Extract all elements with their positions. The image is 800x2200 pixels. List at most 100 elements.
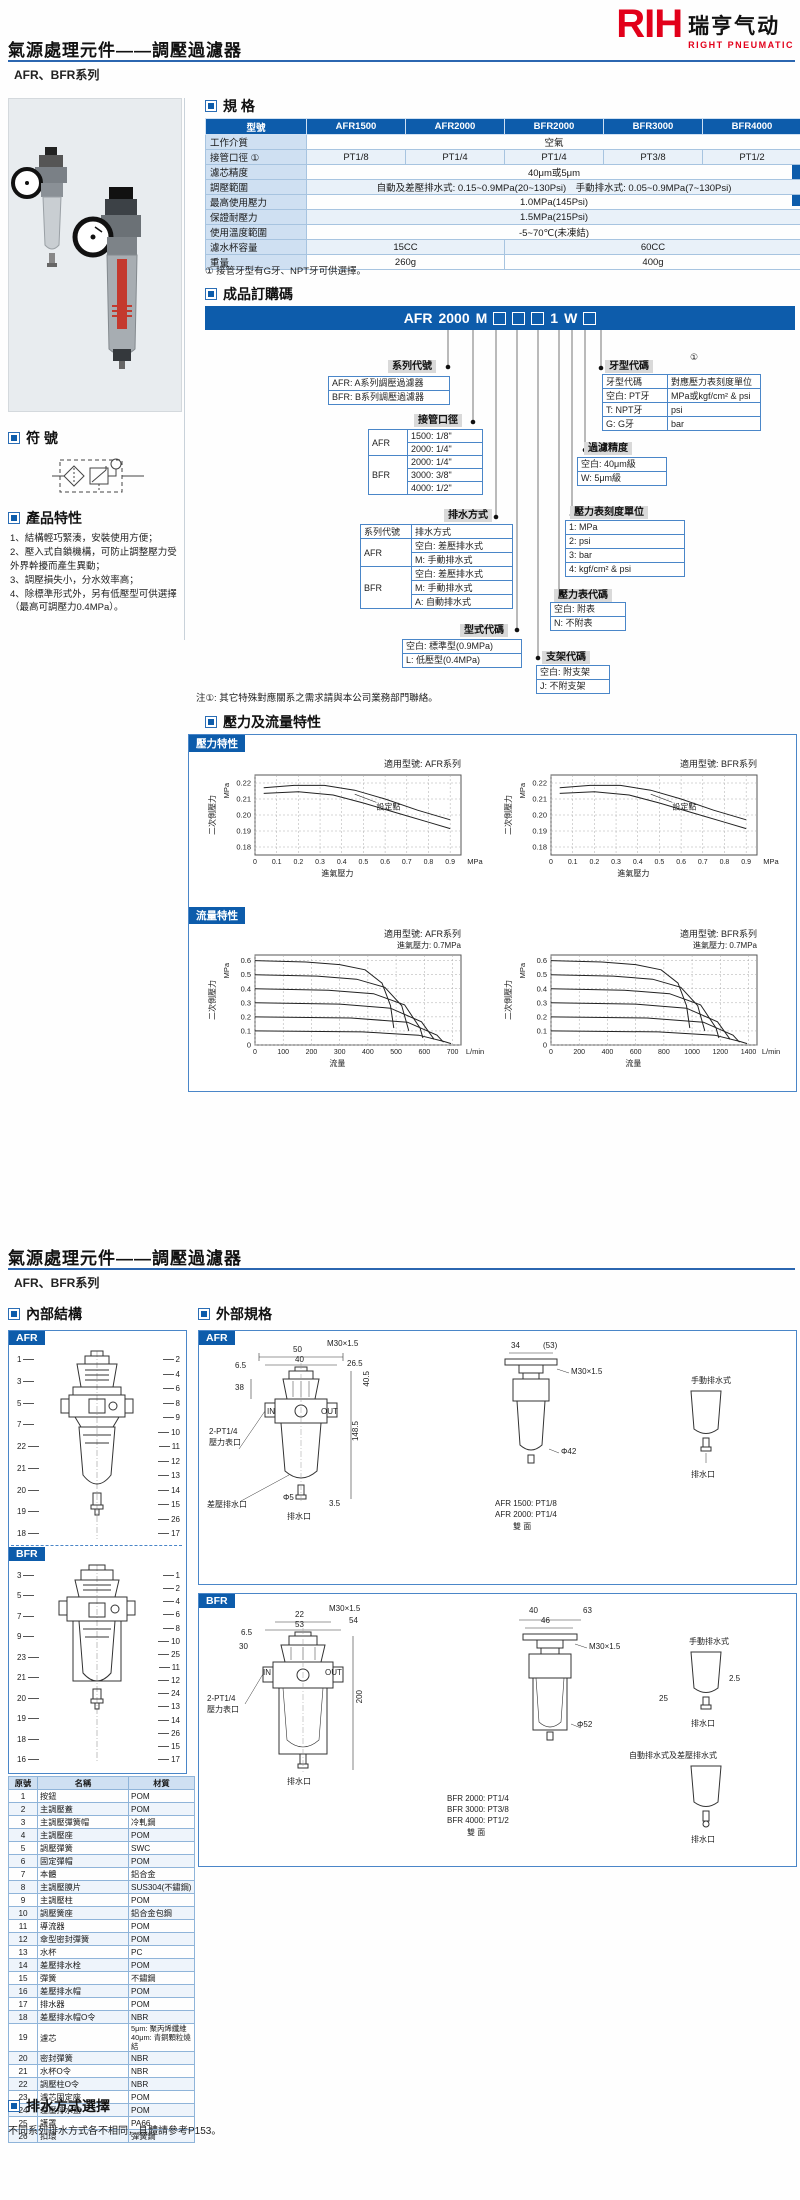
chart-text: 1000 [684,1049,700,1056]
parts-no-cell: 22 [8,2077,38,2091]
chart-text: L/min [762,1047,780,1056]
port-note: BFR 2000: PT1/4 [447,1794,509,1803]
drain-type-chip: 排水方式 [444,509,492,522]
callout-leader-line [23,1359,35,1361]
feature-item: 2、壓入式自鎖機構，可防止調整壓力受外界幹擾而產生異動； [10,547,177,572]
material-line: 5μm: 聚丙烯纖維 [131,2024,187,2034]
callout-leader-line [27,1718,39,1720]
chart-text: 進氣壓力 [321,868,353,878]
parts-material-cell: NBR [128,2051,195,2065]
callout-leader-line [162,1614,174,1616]
thread-code-sup: ① [690,352,699,362]
chart-text: 0.2 [537,1012,547,1021]
parts-material-cell: 鋁合金 [128,1867,195,1881]
thread-header-cell: 牙型代碼 [602,374,668,389]
parts-material-cell: PC [128,1945,195,1959]
thread-cell: T: NPT牙 [602,402,668,417]
chart-shape [550,974,706,1032]
option-row: 空白: 附表 [554,604,596,614]
code-box [512,311,526,325]
callout-leader-line [158,1693,170,1695]
callout-number: 4 [161,1597,180,1606]
chart-text: 300 [334,1049,346,1056]
chart-text: 0.9 [445,859,455,866]
parts-material-cell: POM [128,1854,195,1868]
callout-leader-line [27,1759,39,1761]
callout-leader-line [158,1475,170,1477]
callout-leader-line [162,1575,174,1577]
chart-shape [559,784,747,821]
internal-bfr-drawing [58,1564,136,1763]
chart-text: 0.3 [537,998,547,1007]
parts-no-cell: 10 [8,1906,38,1920]
port-note: AFR 1500: PT1/8 [495,1499,557,1508]
thread-label: M30×1.5 [571,1367,603,1376]
parts-material-cell: POM [128,1919,195,1933]
callout-leader-line [27,1657,39,1659]
chart-shape [354,793,377,803]
dim-label: 26.5 [347,1359,363,1368]
callout-leader-line [158,1733,170,1735]
spec-value-cell: 空氣 [306,134,800,150]
spec-value-cell: -5~70℃(未凍結) [306,224,800,240]
option-row: 4: kgf/cm² & psi [566,562,684,576]
parts-header-row: 原號名稱材質 [8,1776,195,1790]
series-subtitle: AFR、BFR系列 [14,68,100,82]
spec-row: 使用溫度範圍-5~70℃(未凍結) [205,224,800,240]
chart-text: 0.2 [241,1012,251,1021]
spec-value-cell: 1.0MPa(145Psi) [306,194,800,210]
material-line: 40μm: 青銅顆粒燒結 [131,2033,191,2051]
parts-name-cell: 主調壓蓋 [37,1802,129,1816]
drain-label: 排水口 [287,1512,311,1521]
callout-number: 9 [161,1413,180,1422]
spec-heading-label: 規 格 [223,98,255,114]
callout-number: 7 [17,1420,36,1429]
parts-name-cell: 主調壓彈簧帽 [37,1815,129,1829]
in-label: IN [263,1668,271,1677]
chart-text: 600 [418,1049,430,1056]
symbol-heading-label: 符 號 [26,430,58,446]
chart-text: 0.8 [424,859,434,866]
parts-name-cell: 濾芯 [37,2023,129,2052]
callout-number: 14 [156,1716,180,1725]
option-row: BFR: B系列調壓過濾器 [329,390,449,404]
chart-text: 0 [247,1041,251,1050]
chart-text: 0.6 [241,956,251,965]
spec-header-cell: BFR2000 [504,118,604,135]
callout-number: 26 [156,1729,180,1738]
chart-shape [550,960,691,1029]
parts-no-cell: 8 [8,1880,38,1894]
parts-name-cell: 導流器 [37,1919,129,1933]
parts-name-cell: 主調壓柱 [37,1893,129,1907]
drain-row: A: 自動排水式 [361,594,513,609]
gauge-unit-chip: 壓力表刻度單位 [570,506,648,519]
callout-number: 19 [17,1507,41,1516]
parts-material-cell: SWC [128,1841,195,1855]
code-segment: 1 [550,310,559,326]
chart-text: 二次側壓力 [207,795,217,835]
chart-text: 進氣壓力 [617,868,649,878]
spec-value-cell: 60CC [504,239,800,255]
thread-header-cell: 對應壓力表刻度單位 [667,374,761,389]
callout-number: 20 [17,1694,41,1703]
callout-number: 21 [17,1673,41,1682]
internal-afr-drawing [60,1350,134,1539]
option-row: L: 低壓型(0.4MPa) [403,653,521,667]
chart-text: 100 [277,1049,289,1056]
chart-text: 200 [573,1049,585,1056]
parts-material-cell: 冷軋鋼 [128,1815,195,1829]
parts-no-cell: 18 [8,2010,38,2024]
chart-text: 0 [253,1049,257,1056]
